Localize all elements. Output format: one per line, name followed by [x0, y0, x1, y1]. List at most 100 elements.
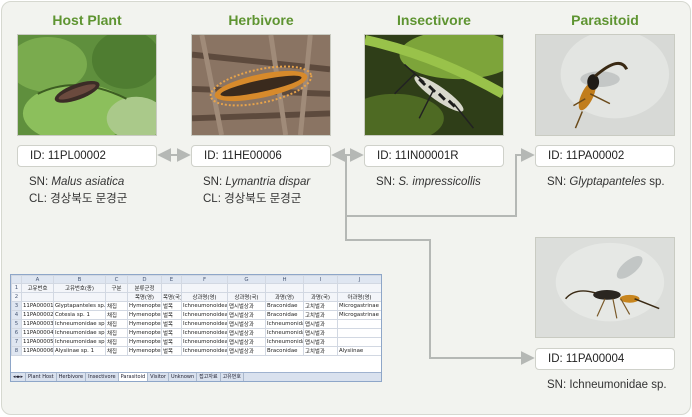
sheet-cell: 채집: [105, 319, 128, 329]
sheet-cell: 목명(국): [161, 292, 182, 302]
sheet-cell: 맵시벌과: [303, 337, 338, 347]
sheet-cell: 과명(영): [265, 292, 304, 302]
sheet-cell: 11PA00004: [21, 328, 54, 338]
sheet-cell: 벌목: [161, 319, 182, 329]
sheet-cell: 맵시벌상과: [227, 310, 266, 320]
sheet-cell: 11PA00006: [21, 346, 54, 356]
sheet-cell: Microgastrinae: [337, 310, 381, 320]
sheet-cell: Cotesia sp. 1: [53, 310, 106, 320]
sheet-cell: Microgastrinae: [337, 301, 381, 311]
sheet-cell: Ichneumonidae: [265, 328, 304, 338]
row-number: 8: [11, 346, 22, 356]
sheet-cell: 11PA00003: [21, 319, 54, 329]
parasitoid-photo: [535, 34, 675, 136]
sheet-cell: G: [227, 275, 266, 284]
row-number: 5: [11, 319, 22, 329]
title-insectivore: Insectivore: [397, 12, 471, 28]
sheet-cell: Ichneumonoidea: [181, 310, 228, 320]
sheet-cell: Ichneumonidae sp. 1: [53, 319, 106, 329]
sheet-cell: B: [53, 275, 106, 284]
sheet-cell: 채집: [105, 328, 128, 338]
sheet-cell: Ichneumonidae sp. 2: [53, 328, 106, 338]
sheet-cell: [337, 337, 381, 347]
sheet-tab: Insectivore: [86, 373, 119, 381]
sheet-cell: 맵시벌상과: [227, 346, 266, 356]
sheet-tab: Visitor: [148, 373, 169, 381]
sheet-cell: 아과명(영): [337, 292, 381, 302]
row-number: 6: [11, 328, 22, 338]
sheet-cell: Ichneumonidae: [265, 337, 304, 347]
sheet-cell: 고치벌과: [303, 310, 338, 320]
row-number: 2: [11, 292, 22, 302]
sheet-tab: 접고자료: [197, 373, 221, 381]
sheet-cell: 맵시벌과: [303, 319, 338, 329]
sheet-cell: 채집: [105, 346, 128, 356]
sheet-cell: 맵시벌상과: [227, 301, 266, 311]
sheet-cell: H: [265, 275, 304, 284]
herbivore-photo: [191, 34, 331, 136]
sheet-cell: J: [337, 275, 381, 284]
sheet-cell: [181, 283, 228, 293]
sheet-cell: Ichneumonoidea: [181, 337, 228, 347]
sheet-cell: 맵시벌상과: [227, 328, 266, 338]
sheet-cell: [53, 292, 106, 302]
sheet-cell: Ichneumonidae sp. 3: [53, 337, 106, 347]
sheet-cell: [337, 283, 381, 293]
host-plant-info: SN: Malus asiatica CL: 경상북도 문경군: [29, 176, 128, 205]
sheet-cell: 벌목: [161, 310, 182, 320]
insectivore-id: ID: 11IN00001R: [364, 145, 504, 167]
sheet-cell: Ichneumonoidea: [181, 319, 228, 329]
sheet-cell: 분류군정: [127, 283, 162, 293]
host-plant-id: ID: 11PL00002: [17, 145, 157, 167]
insectivore-info: SN: S. impressicollis: [376, 176, 481, 188]
sheet-cell: 맵시벌과: [303, 328, 338, 338]
sheet-cell: 고유번호(종): [53, 283, 106, 293]
sheet-cell: 벌목: [161, 346, 182, 356]
sheet-cell: Hymenoptera: [127, 337, 162, 347]
sheet-cell: A: [21, 275, 54, 284]
sheet-cell: Braconidae: [265, 301, 304, 311]
row-number: 7: [11, 337, 22, 347]
sheet-cell: [227, 283, 266, 293]
sheet-cell: 목명(영): [127, 292, 162, 302]
sheet-cell: 상과명(국): [227, 292, 266, 302]
sheet-cell: Ichneumonoidea: [181, 301, 228, 311]
sheet-cell: 채집: [105, 301, 128, 311]
sheet-cell: 벌목: [161, 337, 182, 347]
row-number: [11, 275, 22, 284]
sheet-cell: [21, 292, 54, 302]
sheet-nav-icon: ◂◂▸▸: [11, 373, 27, 381]
sheet-cell: F: [181, 275, 228, 284]
sheet-cell: 맵시벌상과: [227, 319, 266, 329]
parasitoid-2-photo: [535, 237, 675, 338]
insectivore-photo: [364, 34, 504, 136]
sheet-cell: Braconidae: [265, 310, 304, 320]
sheet-cell: 11PA00001: [21, 301, 54, 311]
sheet-tab: Herbivore: [57, 373, 87, 381]
sheet-cell: D: [127, 275, 162, 284]
sheet-cell: [337, 328, 381, 338]
sheet-cell: Braconidae: [265, 346, 304, 356]
sheet-cell: [161, 283, 182, 293]
sheet-cell: 고치벌과: [303, 346, 338, 356]
sheet-cell: [105, 292, 128, 302]
sheet-cell: Ichneumonidae: [265, 319, 304, 329]
title-host-plant: Host Plant: [52, 12, 122, 28]
sheet-cell: Hymenoptera: [127, 319, 162, 329]
herbivore-info: SN: Lymantria dispar CL: 경상북도 문경군: [203, 176, 311, 205]
sheet-cell: 구분: [105, 283, 128, 293]
sheet-cell: Glyptapanteles sp. 1: [53, 301, 106, 311]
sheet-cell: Ichneumonoidea: [181, 346, 228, 356]
sheet-cell: 채집: [105, 337, 128, 347]
sheet-cell: E: [161, 275, 182, 284]
sheet-cell: 맵시벌상과: [227, 337, 266, 347]
